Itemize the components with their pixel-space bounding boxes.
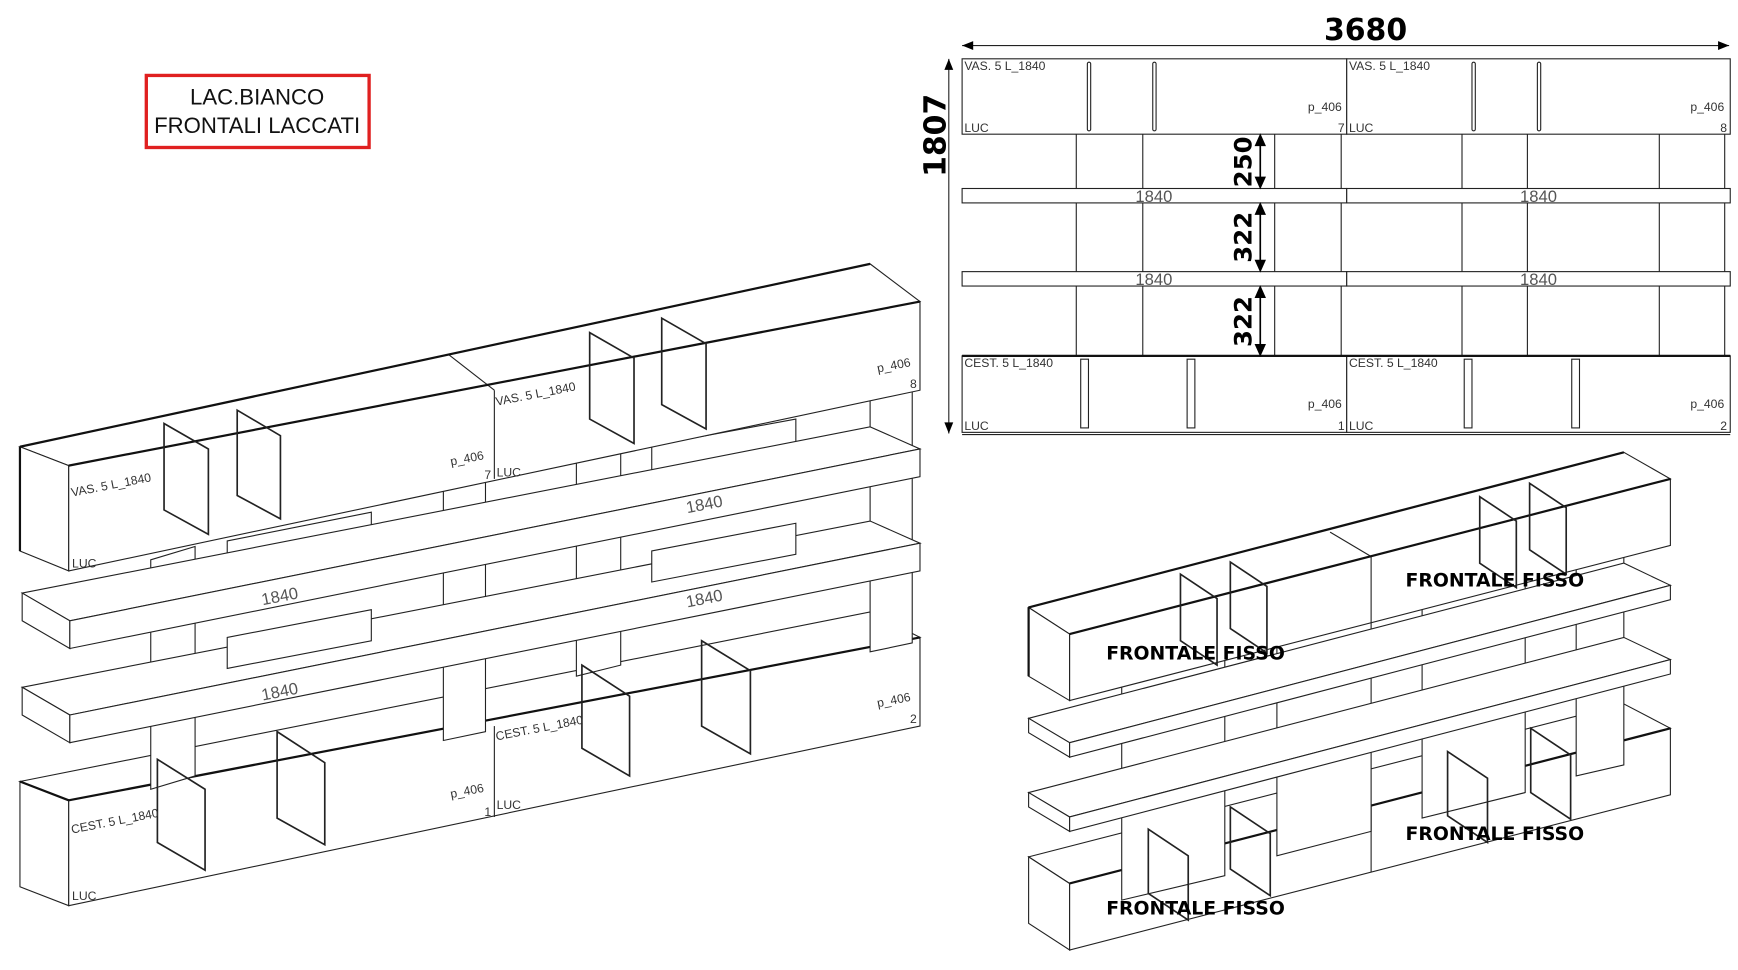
iso-top-right-depth: p_406	[876, 355, 912, 375]
arrow-down-icon	[944, 422, 954, 434]
arrow-up-icon	[944, 58, 954, 70]
bottom-cabinet-side	[19, 780, 70, 907]
finish-note-border	[144, 73, 371, 150]
bottom-right-cabinet	[1346, 355, 1731, 433]
arrow-left-icon	[962, 41, 974, 50]
shelf-width-label: 1840	[1135, 270, 1172, 289]
top-right-number: 8	[1720, 121, 1727, 135]
top-left-code: VAS. 5 L_1840	[964, 59, 1045, 73]
iso-top-right-finish: LUC	[497, 466, 522, 480]
front-elevation: 3680 1807 1840 1840 1840 1840	[918, 13, 1731, 436]
top-left-depth: p_406	[1308, 100, 1342, 114]
bottom-left-finish: LUC	[964, 419, 989, 433]
top-right-finish: LUC	[1349, 121, 1374, 135]
iso-bottom-right-depth: p_406	[876, 690, 912, 710]
handles	[1080, 61, 1581, 429]
finish-note-line2: FRONTALI LACCATI	[154, 113, 360, 138]
iso-bottom-right-number: 2	[910, 712, 917, 726]
isometric-view-labelled: VAS. 5 L_1840 p_406 7 LUC VAS. 5 L_1840 …	[17, 262, 922, 907]
fixed-front-label: FRONTALE FISSO	[1405, 824, 1584, 845]
gap-middle-label: 322	[1228, 212, 1257, 263]
bottom-left-number: 1	[1338, 419, 1345, 433]
iso-bottom-left-number: 1	[484, 805, 491, 819]
shelf-width-label: 1840	[1520, 187, 1557, 206]
iso-top-left-number: 7	[484, 468, 491, 482]
iso-top-left-depth: p_406	[449, 448, 485, 468]
bottom-left-code: CEST. 5 L_1840	[964, 356, 1053, 370]
fixed-front-label: FRONTALE FISSO	[1106, 899, 1285, 920]
total-width-label: 3680	[1324, 13, 1407, 48]
fixed-front-label: FRONTALE FISSO	[1405, 570, 1584, 591]
bottom-right-code: CEST. 5 L_1840	[1349, 356, 1438, 370]
shelf-width-label: 1840	[1520, 270, 1557, 289]
iso-bottom-left-finish: LUC	[72, 889, 97, 903]
isometric-view-fixed-fronts: FRONTALE FISSO FRONTALE FISSO FRONTALE F…	[1027, 451, 1672, 952]
bottom-left-depth: p_406	[1308, 397, 1342, 411]
iso-bottom-right-finish: LUC	[497, 798, 522, 812]
iso-top-right-number: 8	[910, 377, 917, 391]
bottom-right-number: 2	[1720, 419, 1727, 433]
top-right-code: VAS. 5 L_1840	[1349, 59, 1430, 73]
finish-note: LAC.BIANCO FRONTALI LACCATI	[144, 73, 371, 150]
top-left-finish: LUC	[964, 121, 989, 135]
bottom-right-depth: p_406	[1690, 397, 1724, 411]
handle-frames	[1147, 481, 1572, 922]
iso-top-left-finish: LUC	[72, 557, 97, 571]
total-height-label: 1807	[918, 94, 953, 177]
fixed-front-label: FRONTALE FISSO	[1106, 644, 1285, 665]
shelf	[1346, 271, 1731, 287]
bottom-right-finish: LUC	[1349, 419, 1374, 433]
gap-bottom-label: 322	[1228, 296, 1257, 347]
top-cabinet-side	[19, 445, 70, 572]
gap-top-label: 250	[1228, 136, 1257, 187]
iso-bottom-left-depth: p_406	[449, 781, 485, 801]
gap-dimensions	[1254, 133, 1266, 357]
finish-note-line1: LAC.BIANCO	[190, 84, 324, 109]
top-right-depth: p_406	[1690, 100, 1724, 114]
arrow-right-icon	[1718, 41, 1730, 50]
handle-frames	[156, 316, 752, 872]
shelf	[1346, 187, 1731, 204]
top-left-number: 7	[1338, 121, 1345, 135]
shelf-width-label: 1840	[1135, 187, 1172, 206]
